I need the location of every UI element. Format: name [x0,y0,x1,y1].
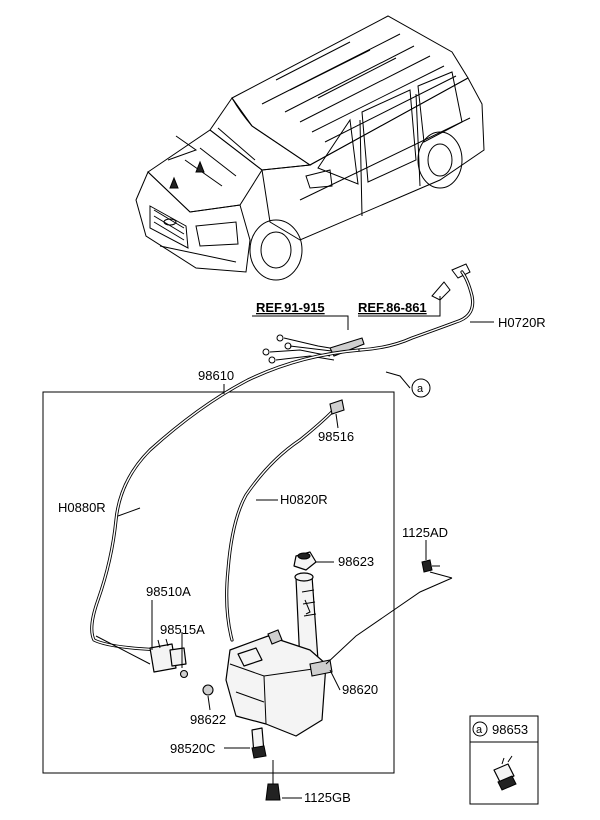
label-98516: 98516 [318,429,354,444]
leader-lines [117,321,494,799]
callout-circle-a [411,378,431,398]
label-h0720r: H0720R [498,315,546,330]
ref-label-91-915: REF.91-915 [256,300,325,315]
legend-a-letter: a [476,724,483,736]
assembly-frame [42,391,395,774]
washer-reservoir [202,551,453,759]
legend-part-number: 98653 [492,722,528,737]
label-98622: 98622 [190,712,226,727]
vehicle-illustration [135,15,485,281]
label-1125gb: 1125GB [304,790,351,805]
label-98520c: 98520C [170,741,216,756]
label-1125ad: 1125AD [402,525,448,540]
bolt-1125gb [265,760,281,801]
hose-clip-98516 [329,399,345,415]
label-98623: 98623 [338,554,374,569]
callout-a-letter: a [417,383,424,395]
bolt-1125ad [421,559,440,573]
label-h0820r: H0820R [280,492,328,507]
label-98620: 98620 [342,682,378,697]
rear-washer-connector [358,263,471,317]
wiring-harness [252,315,365,364]
label-98610: 98610 [198,368,234,383]
hoses [90,270,475,665]
clip-98653-illustration [493,755,517,791]
legend-box: a 98653 [469,715,539,805]
label-h0880r: H0880R [58,500,106,515]
label-98510a: 98510A [146,584,191,599]
ref-label-86-861: REF.86-861 [358,300,427,315]
label-98515a: 98515A [160,622,205,637]
